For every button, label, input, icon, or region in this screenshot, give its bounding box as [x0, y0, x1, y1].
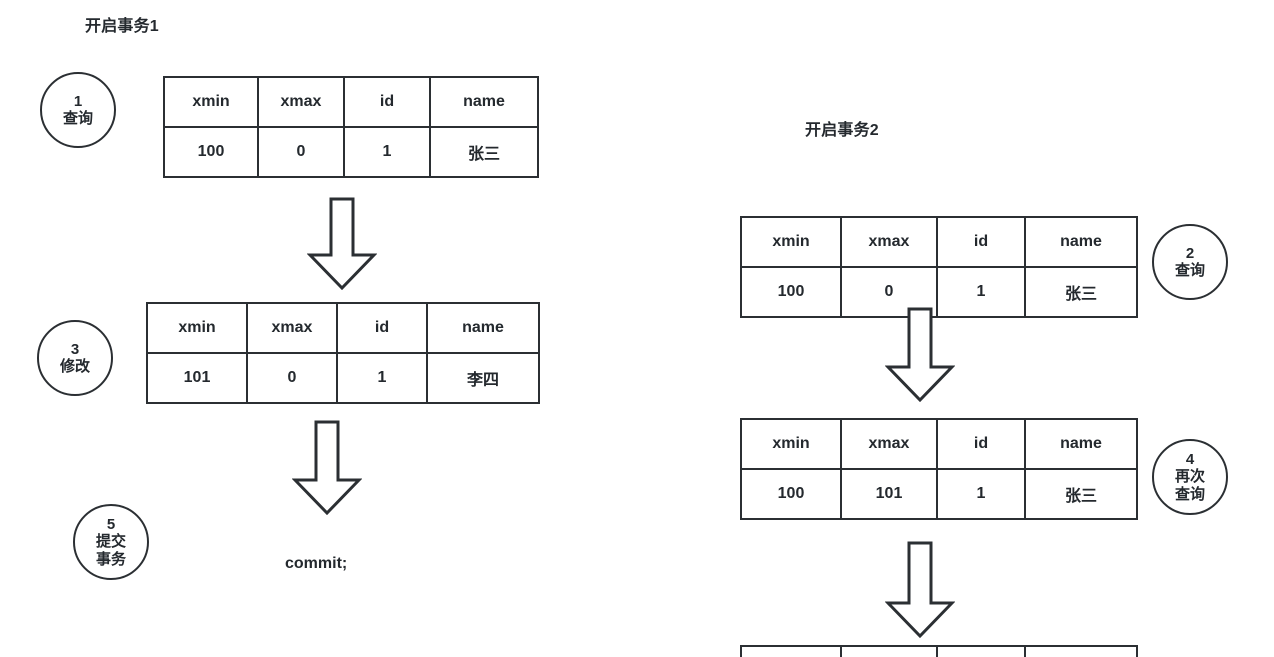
column-header-xmax: xmax [840, 418, 938, 470]
step-circle-5[interactable]: 5 提交 事务 [73, 504, 149, 580]
transaction-1-heading: 开启事务1 [85, 18, 159, 35]
column-header-name: name [1024, 216, 1138, 268]
table-row: xmin xmax id name [163, 76, 539, 128]
step-circle-2[interactable]: 2 查询 [1152, 224, 1228, 300]
column-header-id: id [936, 216, 1026, 268]
column-header-name: name [1024, 418, 1138, 470]
table-row: xmin xmax id name [740, 216, 1138, 268]
cell-name: 张三 [1024, 266, 1138, 318]
table-row: xmin xmax id name [740, 418, 1138, 470]
step-circle-4-label-2: 查询 [1174, 485, 1205, 503]
down-arrow-icon [885, 541, 955, 639]
column-header-xmax: xmax [840, 216, 938, 268]
column-header-xmax: xmax [257, 76, 345, 128]
step-circle-2-label: 查询 [1174, 262, 1205, 279]
table-row: 101 0 1 李四 [146, 352, 540, 404]
cell-id: 1 [936, 468, 1026, 520]
cell-id: 1 [343, 126, 431, 178]
column-header-id [936, 645, 1026, 657]
table-right-requery: xmin xmax id name 100 101 1 张三 [740, 418, 1138, 520]
step-circle-1-number: 1 [73, 92, 83, 110]
column-header-xmax [840, 645, 938, 657]
table-row: 100 101 1 张三 [740, 468, 1138, 520]
down-arrow-icon [292, 420, 362, 515]
cell-name: 李四 [426, 352, 540, 404]
column-header-id: id [936, 418, 1026, 470]
step-circle-2-number: 2 [1185, 244, 1195, 262]
step-circle-3-label: 修改 [59, 358, 90, 375]
step-circle-3[interactable]: 3 修改 [37, 320, 113, 396]
cell-name: 张三 [429, 126, 539, 178]
cell-xmin: 100 [740, 266, 842, 318]
commit-statement-label: commit; [285, 555, 348, 572]
column-header-name: name [429, 76, 539, 128]
transaction-2-heading: 开启事务2 [805, 122, 879, 139]
step-circle-3-number: 3 [70, 340, 80, 358]
cell-xmin: 101 [146, 352, 248, 404]
cell-xmax: 0 [257, 126, 345, 178]
table-right-initial: xmin xmax id name 100 0 1 张三 [740, 216, 1138, 318]
table-right-partial [740, 645, 1138, 657]
step-circle-5-number: 5 [106, 516, 116, 534]
table-row [740, 645, 1138, 657]
column-header-name: name [426, 302, 540, 354]
table-left-initial: xmin xmax id name 100 0 1 张三 [163, 76, 539, 178]
step-circle-5-label-2: 事务 [95, 550, 126, 568]
cell-name: 张三 [1024, 468, 1138, 520]
step-circle-4-number: 4 [1185, 451, 1195, 469]
column-header-xmin: xmin [146, 302, 248, 354]
column-header-xmin [740, 645, 842, 657]
cell-id: 1 [936, 266, 1026, 318]
cell-xmax: 0 [246, 352, 338, 404]
step-circle-4[interactable]: 4 再次 查询 [1152, 439, 1228, 515]
table-row: 100 0 1 张三 [163, 126, 539, 178]
cell-xmax: 101 [840, 468, 938, 520]
step-circle-1[interactable]: 1 查询 [40, 72, 116, 148]
table-left-updated: xmin xmax id name 101 0 1 李四 [146, 302, 540, 404]
column-header-id: id [343, 76, 431, 128]
column-header-id: id [336, 302, 428, 354]
step-circle-4-label-1: 再次 [1174, 468, 1205, 486]
cell-id: 1 [336, 352, 428, 404]
column-header-name [1024, 645, 1138, 657]
column-header-xmin: xmin [740, 418, 842, 470]
column-header-xmax: xmax [246, 302, 338, 354]
column-header-xmin: xmin [740, 216, 842, 268]
step-circle-5-label-1: 提交 [95, 533, 126, 551]
cell-xmin: 100 [163, 126, 259, 178]
column-header-xmin: xmin [163, 76, 259, 128]
table-row: xmin xmax id name [146, 302, 540, 354]
down-arrow-icon [307, 197, 377, 290]
cell-xmin: 100 [740, 468, 842, 520]
step-circle-1-label: 查询 [62, 110, 93, 127]
down-arrow-icon [885, 307, 955, 402]
